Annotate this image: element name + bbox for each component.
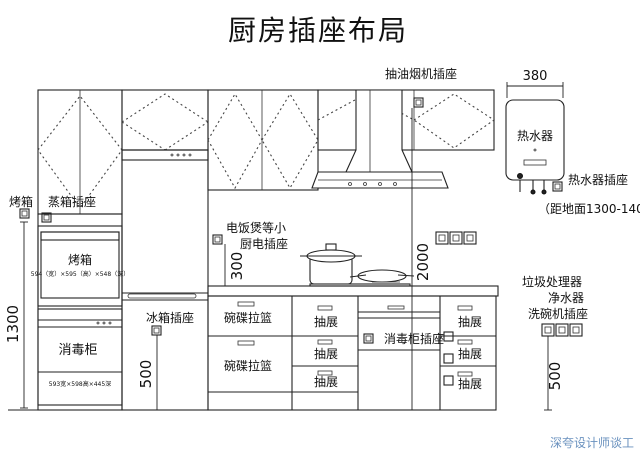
diagram-title: 厨房插座布局 bbox=[228, 14, 408, 47]
oven-dimensions: 594（宽）×595（高）×548（深） bbox=[31, 270, 129, 278]
watermark: 深夸设计师谈工 bbox=[550, 436, 634, 450]
drawer-1: 抽展 bbox=[314, 315, 338, 329]
drawer-2: 抽展 bbox=[314, 347, 338, 361]
drawer-5: 抽展 bbox=[458, 347, 482, 361]
bowl-basket-1: 碗碟拉篮 bbox=[224, 310, 272, 325]
disinfect-dimensions: 593宽×598高×445深 bbox=[49, 380, 111, 388]
disposal-label-1: 垃圾处理器 bbox=[522, 274, 582, 289]
tall-cabinet: 烤箱 594（宽）×595（高）×548（深） 消毒柜 593宽×598高×44… bbox=[9, 194, 129, 411]
rice-cooker-label-2: 厨电插座 bbox=[240, 236, 288, 251]
dim-2000: 2000 bbox=[408, 108, 432, 411]
rice-cooker-label-1: 电饭煲等小 bbox=[226, 220, 286, 235]
range-hood bbox=[311, 89, 449, 189]
disposal-label-2: 净水器 bbox=[548, 291, 584, 305]
disposal-label-3: 洗碗机插座 bbox=[528, 306, 588, 321]
dim-1300: 1300 bbox=[4, 221, 28, 409]
base-cabinets: 碗碟拉篮 碗碟拉篮 抽展 抽展 抽展 消毒柜插座 抽展 抽展 抽展 bbox=[207, 285, 499, 411]
water-heater-width-dim: 380 bbox=[523, 69, 548, 84]
dim-2000-text: 2000 bbox=[414, 243, 432, 281]
stove-area bbox=[300, 243, 415, 287]
bowl-basket-2: 碗碟拉篮 bbox=[224, 358, 272, 373]
drawer-6: 抽展 bbox=[458, 377, 482, 391]
dim-300-text: 300 bbox=[228, 252, 246, 281]
disposal-sockets: 垃圾处理器 净水器 洗碗机插座 500 bbox=[522, 274, 588, 411]
fridge: 冰箱插座 500 bbox=[121, 149, 209, 411]
dim-500-right-text: 500 bbox=[546, 362, 564, 391]
hood-socket: 抽油烟机插座 bbox=[385, 66, 457, 108]
disinfect-cabinet-label: 消毒柜 bbox=[58, 343, 97, 358]
dim-1300-text: 1300 bbox=[4, 305, 22, 343]
dim-500-fridge-text: 500 bbox=[137, 360, 155, 389]
water-heater-height-note: （距地面1300-1400） bbox=[538, 202, 640, 216]
drawer-3: 抽展 bbox=[314, 375, 338, 389]
oven-inner-label: 烤箱 bbox=[68, 252, 92, 267]
water-heater-label: 热水器 bbox=[517, 129, 553, 143]
oven-label: 烤箱 bbox=[9, 194, 33, 209]
steamer-socket-label: 蒸箱插座 bbox=[48, 194, 96, 209]
upper-cabinets bbox=[37, 89, 495, 215]
fridge-socket-label: 冰箱插座 bbox=[146, 310, 194, 325]
drawer-4: 抽展 bbox=[458, 315, 482, 329]
cooking-sockets: 电饭煲等小 厨电插座 300 bbox=[212, 220, 477, 287]
hood-socket-label: 抽油烟机插座 bbox=[385, 66, 457, 81]
water-heater-socket-label: 热水器插座 bbox=[568, 172, 628, 187]
disinfect-socket-label: 消毒柜插座 bbox=[384, 331, 444, 346]
water-heater: 380 热水器 热水器插座 （距地面1300-1400） bbox=[505, 69, 640, 216]
